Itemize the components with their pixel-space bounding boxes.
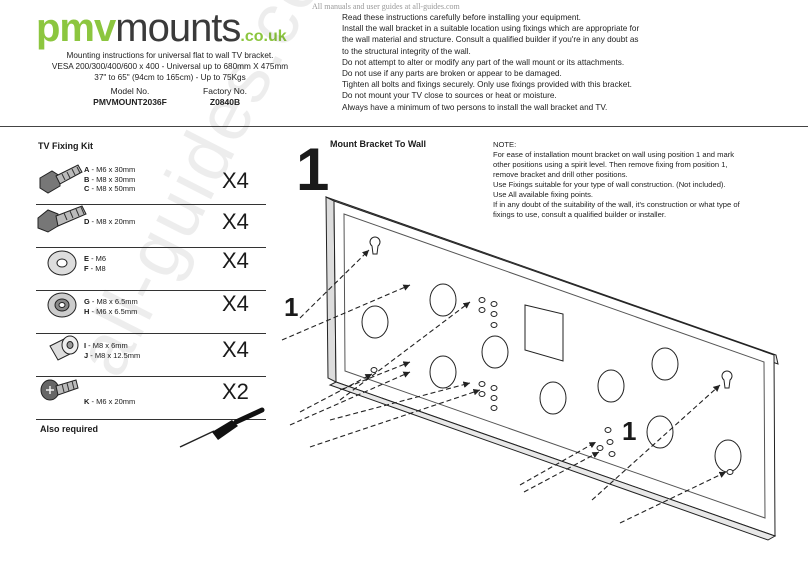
installation-note: NOTE: For ease of installation mount bra… bbox=[493, 140, 785, 220]
kit-item: A - M6 x 30mm bbox=[84, 165, 136, 174]
kit-item: J - M8 x 12.5mm bbox=[84, 350, 141, 360]
kit-items: D - M8 x 20mm bbox=[84, 217, 135, 227]
kit-items: K - M6 x 20mm bbox=[84, 397, 135, 407]
arrow-icon bbox=[519, 441, 597, 486]
safety-line: Read these instructions carefully before… bbox=[342, 13, 581, 22]
safety-line: the wall material and structure. Consult… bbox=[342, 35, 639, 45]
kit-row: G - M8 x 6.5mm H - M6 x 6.5mm X4 bbox=[36, 291, 266, 334]
brand-logo: pmvmounts.co.uk bbox=[36, 8, 287, 57]
safety-line: to the structural integrity of the wall. bbox=[342, 46, 471, 56]
keyhole-slot bbox=[369, 236, 381, 255]
model-value: PMVMOUNT2036F bbox=[93, 97, 167, 107]
kit-row: I - M8 x 6mm J - M8 x 12.5mm X4 bbox=[36, 334, 266, 377]
position-1-label: 1 bbox=[622, 416, 637, 446]
intro-line: 37" to 65" (94cm to 165cm) - Up to 75Kgs bbox=[94, 73, 246, 82]
wall-bracket bbox=[325, 196, 779, 541]
kit-item: F - M8 bbox=[84, 263, 106, 273]
product-intro: Mounting instructions for universal flat… bbox=[40, 50, 300, 83]
kit-item: K - M6 x 20mm bbox=[84, 397, 136, 406]
kit-item: H - M6 x 6.5mm bbox=[84, 306, 138, 316]
logo-suffix: .co.uk bbox=[240, 28, 287, 45]
kit-item: E - M6 bbox=[84, 254, 107, 263]
kit-item: D - M8 x 20mm bbox=[84, 217, 136, 226]
logo-text-dark: mounts bbox=[115, 6, 241, 50]
fixing-arrows bbox=[281, 249, 727, 524]
note-line: Use All available fixing points. bbox=[493, 190, 594, 199]
arrow-icon bbox=[591, 384, 721, 501]
spacer-icon bbox=[47, 292, 77, 318]
arrow-icon bbox=[299, 373, 373, 413]
header-divider bbox=[0, 126, 808, 127]
arrow-icon bbox=[289, 371, 411, 426]
vesa-window bbox=[524, 304, 564, 362]
kit-quantity: X2 bbox=[222, 379, 249, 404]
logo-text-green: pmv bbox=[36, 6, 116, 50]
model-label: Model No. bbox=[110, 86, 150, 96]
model-number: Model No. PMVMOUNT2036F bbox=[80, 86, 180, 108]
spacer-icon bbox=[49, 335, 79, 361]
kit-item: G - M8 x 6.5mm bbox=[84, 297, 138, 306]
arrow-icon bbox=[339, 301, 471, 401]
note-line: Use Fixings suitable for your type of wa… bbox=[493, 180, 726, 189]
safety-line: Tighten all bolts and fixings securely. … bbox=[342, 80, 632, 90]
arrow-icon bbox=[281, 284, 411, 341]
screwdriver-icon bbox=[179, 407, 265, 448]
note-title: NOTE: bbox=[493, 140, 517, 149]
step-number: 1 bbox=[296, 136, 330, 203]
keyhole-slot bbox=[721, 370, 733, 389]
safety-instructions: Read these instructions carefully before… bbox=[342, 12, 672, 113]
factory-number: Factory No. Z0840B bbox=[190, 86, 260, 108]
kit-items: G - M8 x 6.5mm H - M6 x 6.5mm bbox=[84, 297, 138, 316]
intro-line: Mounting instructions for universal flat… bbox=[66, 51, 274, 60]
kit-item: B - M8 x 30mm bbox=[84, 174, 136, 184]
safety-line: Always have a minimum of two persons to … bbox=[342, 102, 608, 112]
kit-row: A - M6 x 30mm B - M8 x 30mm C - M8 x 50m… bbox=[36, 154, 266, 205]
note-line: other positions using a spirit level. Th… bbox=[493, 160, 728, 169]
kit-items: I - M8 x 6mm J - M8 x 12.5mm bbox=[84, 341, 140, 360]
hex-bolt-icon bbox=[39, 164, 83, 194]
arrow-icon bbox=[619, 471, 727, 524]
kit-quantity: X4 bbox=[222, 209, 249, 234]
kit-item: I - M8 x 6mm bbox=[84, 341, 128, 350]
note-line: fixings to use, consult a qualified buil… bbox=[493, 210, 667, 219]
washer-icon bbox=[47, 250, 77, 276]
kit-items: A - M6 x 30mm B - M8 x 30mm C - M8 x 50m… bbox=[84, 165, 135, 194]
arrow-icon bbox=[309, 388, 481, 448]
kit-quantity: X4 bbox=[222, 168, 249, 193]
note-line: remove bracket and drill other positions… bbox=[493, 170, 628, 179]
also-required-label: Also required bbox=[40, 424, 99, 434]
kit-item: C - M8 x 50mm bbox=[84, 184, 136, 193]
arrow-icon bbox=[299, 249, 370, 319]
position-1-label: 1 bbox=[284, 292, 299, 322]
arrow-icon bbox=[329, 381, 471, 421]
source-banner: All manuals and user guides at all-guide… bbox=[312, 2, 460, 11]
note-line: For ease of installation mount bracket o… bbox=[493, 150, 735, 159]
safety-line: Do not mount your TV close to sources or… bbox=[342, 91, 557, 101]
step-title: Mount Bracket To Wall bbox=[330, 139, 427, 149]
safety-line: Install the wall bracket in a suitable l… bbox=[342, 24, 640, 34]
kit-row: K - M6 x 20mm X2 bbox=[36, 377, 266, 420]
arrow-icon bbox=[523, 451, 600, 493]
note-line: If in any doubt of the suitability of th… bbox=[493, 200, 740, 209]
safety-line: Do not attempt to alter or modify any pa… bbox=[342, 57, 625, 67]
kit-quantity: X4 bbox=[222, 291, 249, 316]
kit-row: D - M8 x 20mm X4 bbox=[36, 205, 266, 248]
intro-line: VESA 200/300/400/600 x 400 - Universal u… bbox=[51, 62, 289, 71]
kit-quantity: X4 bbox=[222, 337, 249, 362]
factory-value: Z0840B bbox=[209, 97, 241, 107]
kit-row: E - M6 F - M8 X4 bbox=[36, 248, 266, 291]
kit-title: TV Fixing Kit bbox=[38, 141, 93, 151]
kit-quantity: X4 bbox=[222, 248, 249, 273]
safety-line: Do not use if any parts are broken or ap… bbox=[342, 69, 562, 79]
kit-items: E - M6 F - M8 bbox=[84, 254, 106, 273]
factory-label: Factory No. bbox=[203, 86, 247, 96]
hex-bolt-icon bbox=[37, 205, 87, 233]
phillips-screw-icon bbox=[40, 379, 79, 401]
